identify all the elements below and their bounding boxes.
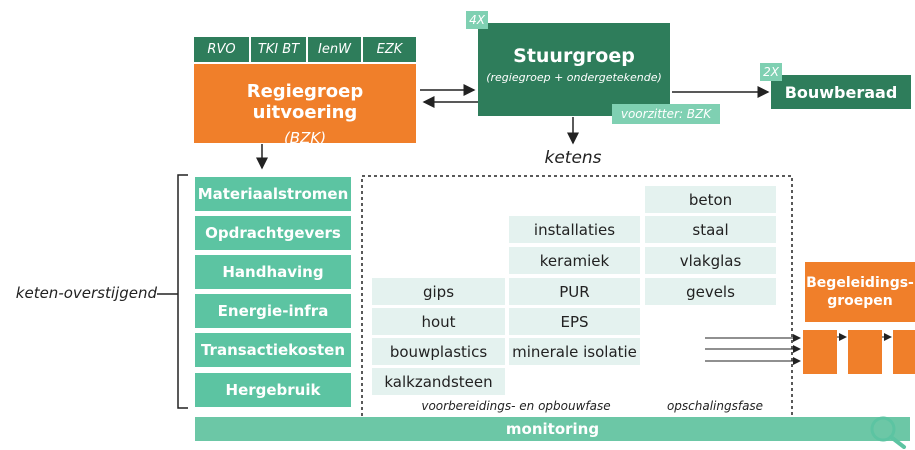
- workstream-transactiekosten: Transactiekosten: [195, 333, 351, 367]
- magnifier-icon: [870, 416, 906, 449]
- workstream-materiaalstromen: Materiaalstromen: [195, 177, 351, 211]
- tag-rvo: RVO: [194, 37, 249, 62]
- chain-gevels: gevels: [645, 278, 776, 305]
- chain-kalkzandsteen: kalkzandsteen: [372, 368, 505, 395]
- tag-tki-bt: TKI BT: [251, 37, 306, 62]
- stuurgroep-chair: voorzitter: BZK: [612, 104, 720, 124]
- begeleidingsgroep-2: [848, 330, 882, 374]
- bouwberaad-box: Bouwberaad: [771, 75, 911, 109]
- phase-opschaling: opschalingsfase: [666, 399, 764, 413]
- chain-staal: staal: [645, 216, 776, 243]
- chain-gips: gips: [372, 278, 505, 305]
- bouwberaad-multiplier: 2X: [760, 63, 782, 81]
- workstream-hergebruik: Hergebruik: [195, 373, 351, 407]
- chain-bouwplastics: bouwplastics: [372, 338, 505, 365]
- chain-hout: hout: [372, 308, 505, 335]
- stuurgroep-subtitle: (regiegroep + ondergetekende): [486, 71, 662, 84]
- stuurgroep-title: Stuurgroep: [513, 45, 635, 67]
- regiegroep-box: Regiegroep uitvoering (BZK): [194, 64, 416, 147]
- tag-ienw: IenW: [308, 37, 361, 62]
- tag-ezk: EZK: [363, 37, 416, 62]
- chain-keramiek: keramiek: [509, 247, 640, 274]
- begeleidingsgroep-3: [893, 330, 915, 374]
- begeleidingsgroepen-box: Begeleidings-groepen: [805, 262, 915, 322]
- regiegroep-subtitle: (BZK): [283, 129, 327, 147]
- chain-beton: beton: [645, 186, 776, 213]
- chain-minerale-isolatie: minerale isolatie: [509, 338, 640, 365]
- regiegroep-title: Regiegroep uitvoering: [246, 81, 364, 123]
- stuurgroep-multiplier: 4X: [466, 11, 488, 29]
- ketens-label: ketens: [544, 148, 602, 168]
- phase-voorbereiding: voorbereidings- en opbouwfase: [421, 399, 611, 413]
- chain-eps: EPS: [509, 308, 640, 335]
- monitoring-bar: monitoring: [195, 417, 910, 441]
- stuurgroep-box: Stuurgroep (regiegroep + ondergetekende): [478, 23, 670, 116]
- begeleidingsgroep-1: [803, 330, 837, 374]
- workstream-opdrachtgevers: Opdrachtgevers: [195, 216, 351, 250]
- chain-pur: PUR: [509, 278, 640, 305]
- chain-vlakglas: vlakglas: [645, 247, 776, 274]
- workstream-handhaving: Handhaving: [195, 255, 351, 289]
- workstream-energie-infra: Energie-infra: [195, 294, 351, 328]
- keten-overstijgend-label: keten-overstijgend: [15, 284, 157, 302]
- chain-installaties: installaties: [509, 216, 640, 243]
- workstream-bracket: [177, 174, 188, 409]
